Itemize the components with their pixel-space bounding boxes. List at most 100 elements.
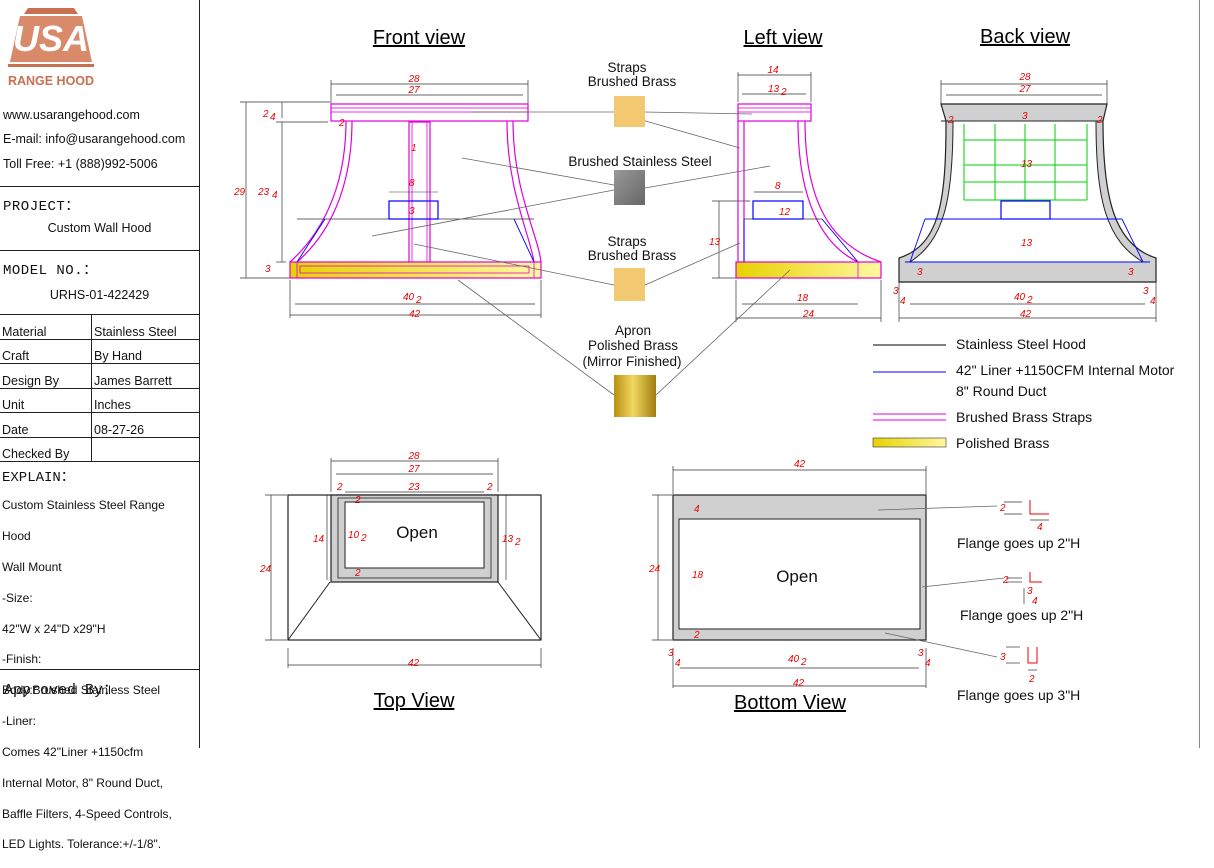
dim-label: 10: [348, 530, 360, 541]
open-label: Open: [776, 567, 818, 586]
flange-label: Flange goes up 2"H: [957, 535, 1080, 551]
dim-label: 2: [415, 295, 422, 306]
dim-label: 4: [694, 504, 700, 515]
front-view-title: Front view: [373, 27, 466, 49]
dim-label: 23: [407, 482, 420, 493]
legend-swatch-polished-brass: [872, 437, 947, 448]
info-key: Design By: [0, 363, 92, 389]
explain-line: -Size:: [2, 590, 33, 605]
info-key: Unit: [0, 387, 92, 413]
front-view-dimensions: 28 27 2 4 2 29 23 4 3 1 8 3 40 2 42: [233, 74, 422, 320]
material-callouts: Straps Brushed Brass Brushed Stainless S…: [371, 60, 791, 417]
dim-label: 14: [313, 534, 325, 545]
dim-label: 13: [1021, 238, 1033, 249]
brushed-brass-swatch: [614, 268, 645, 301]
title-block: USA RANGE HOOD www.usarangehood.com E-ma…: [0, 0, 200, 851]
brushed-stainless-steel-swatch: [614, 170, 645, 205]
dim-label: 2: [514, 537, 521, 548]
front-view-drawing: [240, 80, 542, 318]
left-view-title: Left view: [744, 27, 823, 49]
bottom-view-dimensions: 42 24 18 4 2 3 4 40 2 3 4 42 Open: [648, 459, 931, 689]
dim-label: 3: [918, 648, 924, 659]
top-view-dimensions: 28 27 23 2 2 2 2 14 10 2 13 2 24 42 Open: [259, 451, 521, 669]
brushed-brass-label: Brushed Brass: [588, 74, 677, 89]
dim-label: 2: [1002, 575, 1009, 586]
dim-label: 4: [1032, 596, 1038, 607]
explain-line: Hood: [2, 529, 31, 544]
dim-label: 14: [767, 65, 779, 76]
dim-label: 42: [408, 658, 420, 669]
dim-label: 2: [486, 482, 493, 493]
dim-label: 2: [1096, 115, 1103, 126]
explain-line: LED Lights. Tolerance:+/-1/8".: [2, 837, 162, 852]
dim-label: 1: [411, 143, 417, 154]
info-value: [91, 436, 199, 462]
legend-label: Polished Brass: [956, 435, 1049, 451]
dim-label: 2: [354, 495, 361, 506]
info-key: Craft: [0, 338, 92, 364]
explain-line: Comes 42"Liner +1150cfm: [2, 744, 144, 759]
dim-label: 12: [779, 207, 791, 218]
top-view-drawing: [265, 458, 542, 668]
dim-label: 4: [1150, 296, 1156, 307]
divider: [0, 186, 199, 187]
dim-label: 24: [648, 564, 661, 575]
dim-label: 2: [338, 118, 345, 129]
model-label: MODEL NO.：: [3, 263, 98, 279]
dim-label: 42: [793, 678, 805, 689]
dim-label: 24: [802, 309, 815, 320]
dim-label: 13: [709, 237, 721, 248]
model-value: URHS-01-422429: [49, 288, 150, 302]
brushed-brass-label: Brushed Brass: [588, 248, 677, 263]
back-view-drawing: [898, 80, 1157, 322]
page-border: [1199, 0, 1200, 748]
back-view-dimensions: 28 27 3 2 2 13 13 3 3 3 4 40 2 42 3 4: [893, 72, 1156, 320]
explain-label: EXPLAIN：: [2, 470, 75, 486]
dim-label: 2: [1026, 295, 1033, 306]
dim-label: 13: [1021, 159, 1033, 170]
legend-label: 42" Liner +1150CFM Internal Motor: [956, 362, 1175, 378]
flange-label: Flange goes up 2"H: [960, 607, 1083, 623]
table-row: Checked By: [0, 436, 199, 462]
dim-label: 27: [1018, 84, 1031, 95]
dim-label: 3: [1000, 652, 1006, 663]
straps-label: Straps: [607, 60, 646, 75]
dim-label: 27: [407, 85, 420, 96]
info-value: Inches: [91, 387, 199, 413]
mirror-finished-label: (Mirror Finished): [582, 354, 681, 369]
dim-label: 8: [775, 181, 781, 192]
usa-range-hood-logo: USA RANGE HOOD: [8, 8, 94, 88]
open-label: Open: [396, 523, 438, 542]
dim-label: 2: [1028, 674, 1035, 685]
explain-line: 42"W x 24"D x29"H: [2, 621, 106, 636]
top-view-title: Top View: [374, 690, 455, 712]
approved-by-label: Approved By：: [4, 682, 119, 699]
dim-label: 4: [1037, 522, 1043, 533]
dim-label: 3: [409, 206, 415, 217]
info-key: Checked By: [0, 436, 92, 462]
divider: [0, 250, 199, 251]
dim-label: 2: [693, 630, 700, 641]
explain-line: Baffle Filters, 4-Speed Controls,: [2, 806, 172, 821]
email-text: E-mail: info@usarangehood.com: [3, 132, 186, 146]
polished-brass-label: Polished Brass: [588, 338, 678, 353]
dim-label: 4: [272, 190, 278, 201]
view-titles: Front view Left view Back view Top View …: [373, 26, 1071, 714]
dim-label: 4: [925, 658, 931, 669]
flange-label: Flange goes up 3"H: [957, 687, 1080, 703]
left-view-drawing: [712, 72, 882, 322]
phone-text: Toll Free: +1 (888)992-5006: [3, 157, 158, 171]
dim-label: 2: [947, 115, 954, 126]
dim-label: 40: [788, 654, 800, 665]
dim-label: 3: [1128, 267, 1134, 278]
explain-line: Body:Brushed Stainless Steel: [2, 683, 161, 698]
dim-label: 3: [1022, 111, 1028, 122]
info-value: 08-27-26: [91, 412, 199, 438]
info-key: Date: [0, 412, 92, 438]
info-value: By Hand: [91, 338, 199, 364]
dim-label: 2: [354, 568, 361, 579]
